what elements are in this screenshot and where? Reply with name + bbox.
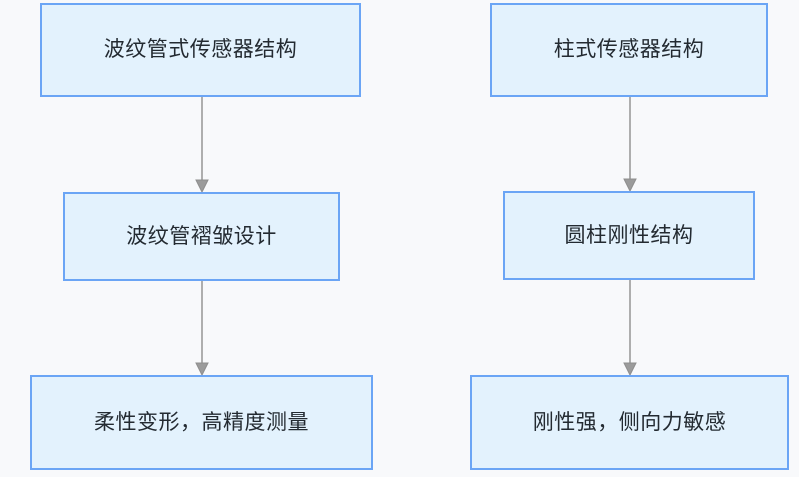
- flowchart-node-label: 柔性变形，高精度测量: [94, 410, 309, 434]
- arrowhead-icon: [195, 179, 209, 194]
- flowchart-node-label: 圆柱刚性结构: [564, 223, 694, 247]
- flowchart-node-cylindrical-rigid-structure[interactable]: 圆柱刚性结构: [503, 191, 755, 280]
- flowchart-node-bellows-sensor-structure[interactable]: 波纹管式传感器结构: [40, 3, 361, 97]
- flowchart-node-flexible-deformation-high-precision[interactable]: 柔性变形，高精度测量: [30, 375, 373, 470]
- arrowhead-icon: [623, 178, 637, 193]
- arrowhead-icon: [195, 362, 209, 377]
- flowchart-edge-r2-to-r3: [622, 280, 638, 377]
- flowchart-node-column-sensor-structure[interactable]: 柱式传感器结构: [490, 3, 768, 97]
- flowchart-node-bellows-corrugation-design[interactable]: 波纹管褶皱设计: [63, 192, 340, 281]
- flowchart-node-high-rigidity-lateral-force-sensitive[interactable]: 刚性强，侧向力敏感: [470, 375, 789, 470]
- flowchart-edge-l2-to-l3: [194, 281, 210, 377]
- flowchart-node-label: 波纹管式传感器结构: [103, 38, 298, 62]
- arrowhead-icon: [623, 362, 637, 377]
- flowchart-node-label: 刚性强，侧向力敏感: [532, 410, 727, 434]
- flowchart-edge-r1-to-r2: [622, 97, 638, 193]
- flowchart-node-label: 波纹管褶皱设计: [126, 224, 277, 248]
- flowchart-node-label: 柱式传感器结构: [553, 38, 705, 62]
- flowchart-edge-l1-to-l2: [194, 97, 210, 194]
